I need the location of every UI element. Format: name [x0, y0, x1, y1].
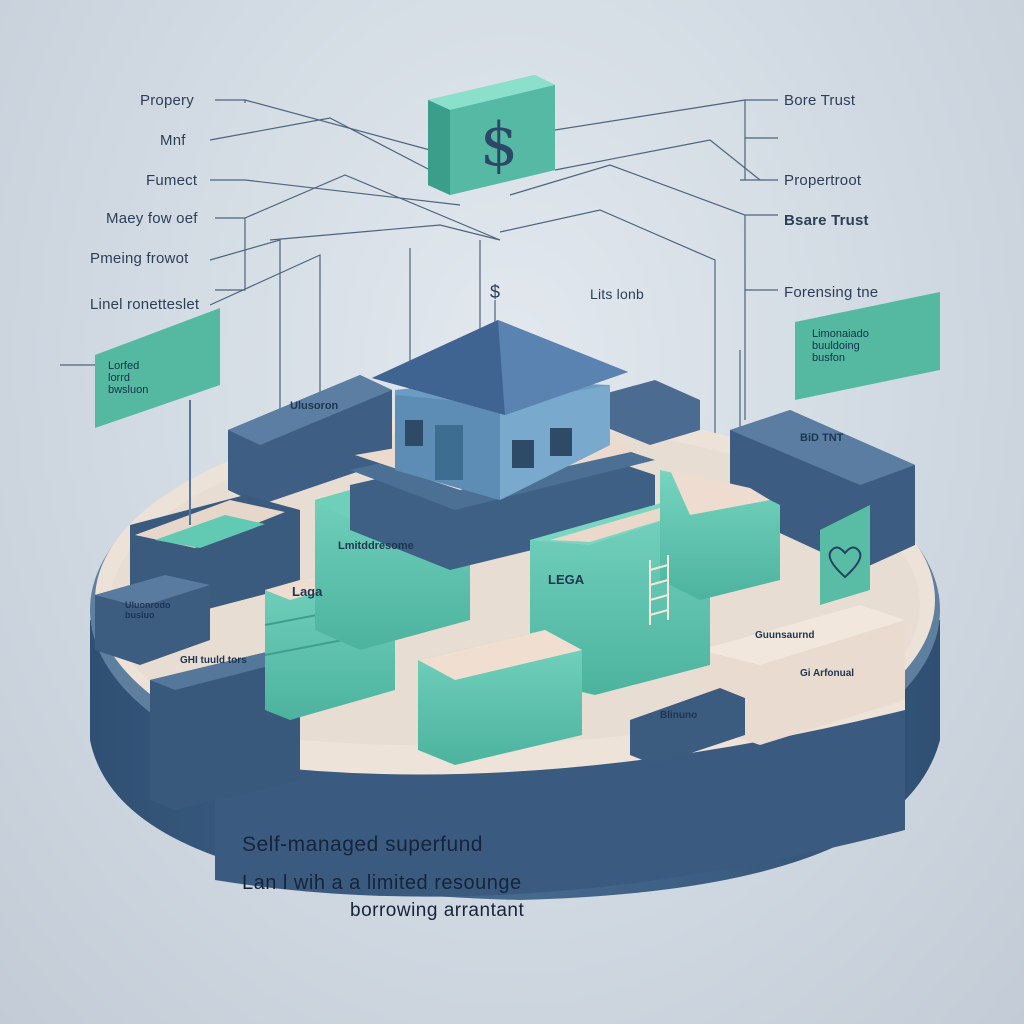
block-label-lana: Laga [292, 584, 323, 599]
left-block-group [95, 375, 392, 810]
block-label-right-front: Gi Arfonual [800, 668, 855, 679]
block-label-left-top: Ulusoron [290, 400, 339, 412]
left-sign-text: Lorfed lorrd bwsluon [108, 360, 149, 396]
heart-shield-icon [820, 505, 870, 605]
base-subtitle-2: borrowing arrantant [350, 900, 525, 921]
right-sign-text: Limonaiado buuldoing busfon [812, 328, 869, 364]
block-label-left-mid: Uluonrodo busluo [125, 600, 171, 620]
label-linel: Linel ronetteslet [90, 296, 200, 313]
base-title: Self-managed superfund [242, 833, 483, 856]
house-icon [372, 320, 628, 500]
ladder-icon [649, 555, 669, 625]
label-maey: Maey fow oef [106, 210, 198, 227]
block-label-center: Lmitddresome [338, 540, 414, 552]
label-property: Propery [140, 92, 194, 109]
label-fumect: Fumect [146, 172, 198, 189]
block-label-front-small: Blinuno [660, 710, 698, 721]
block-label-left-low: GHI tuuld tors [180, 655, 247, 666]
right-block-group [600, 380, 915, 765]
label-pmeing: Pmeing frowot [90, 250, 189, 267]
left-sign [95, 308, 220, 525]
base-subtitle-1: Lan l wih a a limited resounge [242, 872, 522, 894]
label-bsare-trust: Bsare Trust [784, 212, 869, 229]
right-sign [795, 292, 940, 400]
label-lits-lonb: Lits lonb [590, 286, 644, 302]
label-propertroot: Propertroot [784, 172, 862, 189]
block-label-right-top: BiD TNT [800, 432, 844, 444]
label-forensing: Forensing tne [784, 284, 879, 301]
center-building-stack [264, 420, 780, 765]
dollar-sign-icon: $ [428, 75, 555, 195]
label-mnf: Mnf [160, 132, 186, 149]
label-dollar-small: $ [490, 282, 501, 302]
block-label-lega: LEGA [548, 572, 585, 587]
label-bore-trust: Bore Trust [784, 92, 856, 109]
svg-text:$: $ [480, 110, 518, 180]
block-label-right-low: Guunsaurnd [755, 630, 815, 641]
